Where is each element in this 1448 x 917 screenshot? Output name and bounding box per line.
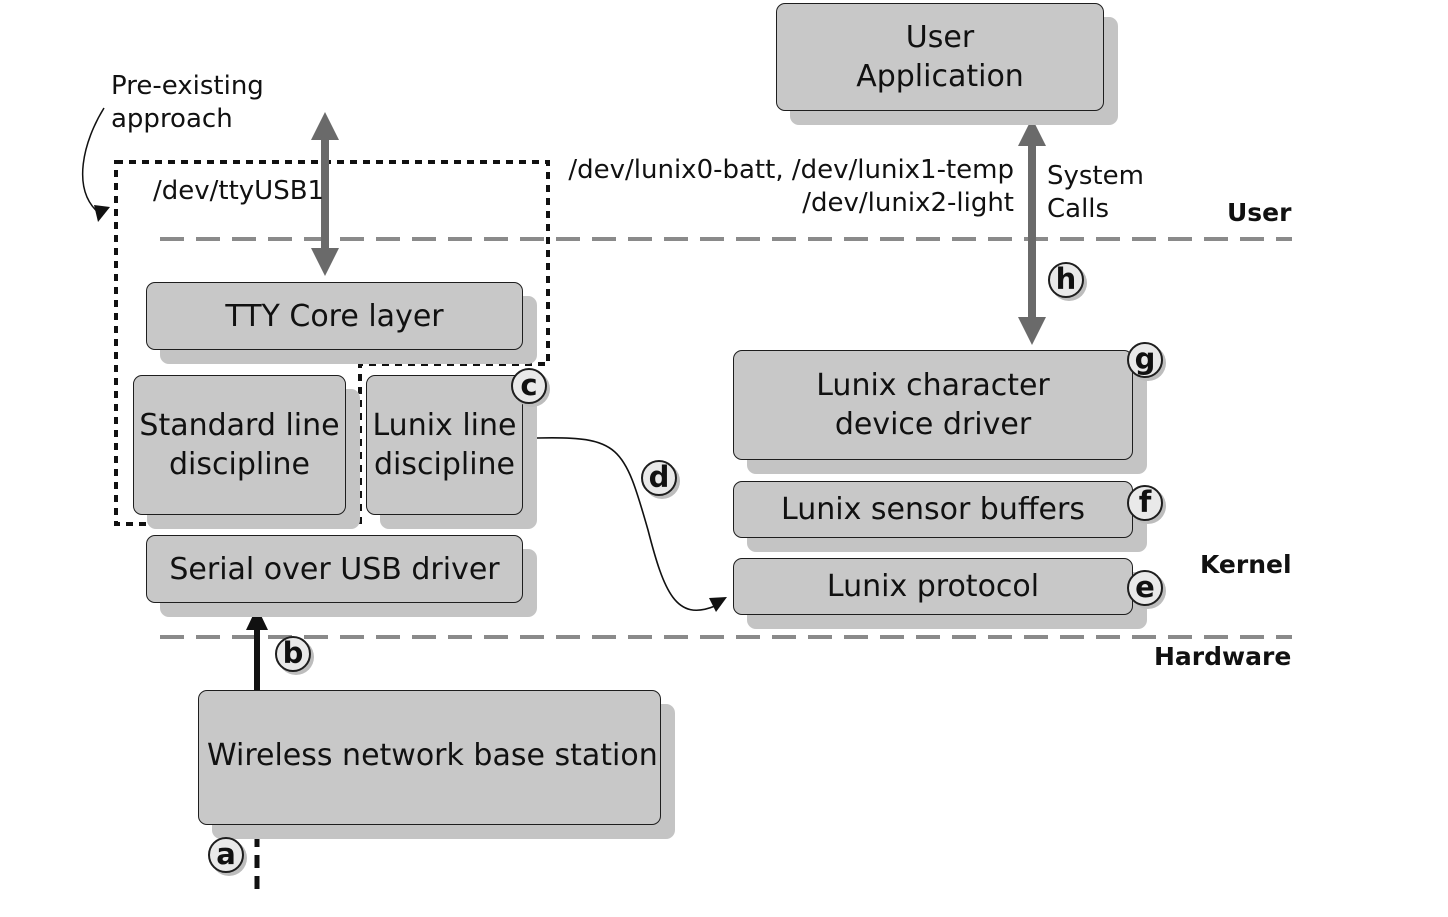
system-calls-label: System Calls (1047, 160, 1144, 226)
tty-dev-arrow-up (311, 112, 339, 140)
lunix-line-discipline-line2: discipline (373, 447, 516, 482)
arrow-d-head (709, 597, 727, 612)
tty-dev-arrow-down (311, 248, 339, 276)
pre-existing-approach-label: Pre-existing approach (111, 70, 264, 136)
pre-existing-pointer (81, 107, 105, 215)
lunix-chrdev-line1: Lunix character (816, 368, 1050, 403)
lunix-devs-line1: /dev/lunix0-batt, /dev/lunix1-temp (568, 155, 1014, 185)
lunix-device-paths-label: /dev/lunix0-batt, /dev/lunix1-temp /dev/… (568, 154, 1014, 220)
tty-core-layer-label: TTY Core layer (225, 298, 444, 334)
badge-a: a (208, 837, 244, 873)
wireless-base-station-box: Wireless network base station (198, 690, 661, 825)
badge-f: f (1127, 485, 1163, 521)
layer-label-kernel: Kernel (1200, 550, 1292, 579)
badge-g: g (1127, 342, 1163, 378)
lunix-line-discipline-line1: Lunix line (372, 408, 517, 443)
arrow-b-head (246, 607, 268, 630)
badge-d: d (641, 460, 677, 496)
system-calls-line2: Calls (1047, 194, 1110, 224)
standard-line-discipline-line1: Standard line (139, 408, 340, 443)
pre-existing-line1: Pre-existing (111, 71, 264, 101)
lunix-character-device-driver-box: Lunix character device driver (733, 350, 1133, 460)
pre-existing-line2: approach (111, 104, 233, 134)
lunix-line-discipline-box: Lunix line discipline (366, 375, 523, 515)
badge-b: b (275, 636, 311, 672)
serial-over-usb-driver-label: Serial over USB driver (169, 551, 500, 587)
lunix-sensor-buffers-box: Lunix sensor buffers (733, 481, 1133, 538)
pre-existing-pointer-head (94, 205, 110, 222)
badge-e: e (1127, 570, 1163, 606)
serial-over-usb-driver-box: Serial over USB driver (146, 535, 523, 603)
wireless-base-station-label: Wireless network base station (207, 738, 658, 773)
standard-line-discipline-box: Standard line discipline (133, 375, 346, 515)
syscall-arrow-up (1018, 118, 1046, 146)
tty-device-path-label: /dev/ttyUSB1 (153, 176, 325, 206)
lunix-sensor-buffers-label: Lunix sensor buffers (781, 492, 1085, 527)
lunix-devs-line2: /dev/lunix2-light (802, 188, 1014, 218)
pre-existing-region (114, 160, 550, 526)
layer-label-hardware: Hardware (1154, 642, 1292, 671)
arrow-d-curve (536, 436, 716, 612)
syscall-arrow-down (1018, 317, 1046, 345)
user-application-line2: Application (856, 59, 1024, 94)
user-application-line1: User (905, 20, 975, 55)
tty-core-layer-box: TTY Core layer (146, 282, 523, 350)
user-application-box: User Application (776, 3, 1104, 111)
standard-line-discipline-line2: discipline (168, 447, 311, 482)
layer-label-user: User (1227, 198, 1292, 227)
badge-h: h (1048, 262, 1084, 298)
badge-c: c (511, 368, 547, 404)
lunix-protocol-label: Lunix protocol (826, 569, 1040, 604)
lunix-protocol-box: Lunix protocol (733, 558, 1133, 615)
lunix-chrdev-line2: device driver (834, 407, 1032, 442)
system-calls-line1: System (1047, 161, 1144, 191)
